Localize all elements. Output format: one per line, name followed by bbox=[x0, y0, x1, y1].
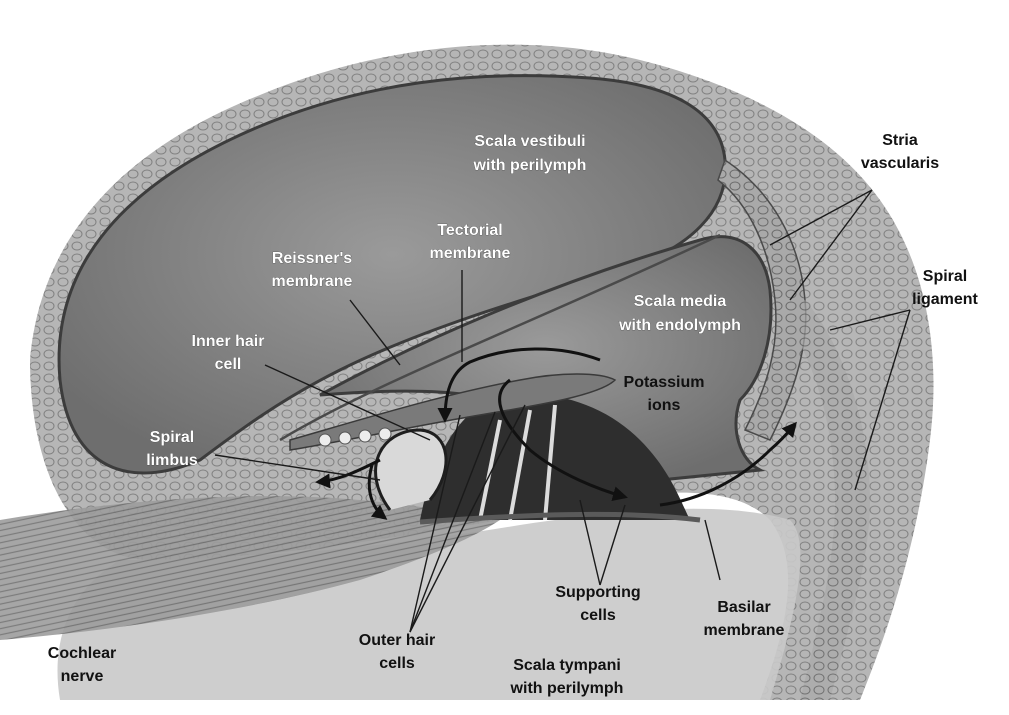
svg-text:Scala vestibuli: Scala vestibuli bbox=[474, 133, 585, 150]
svg-text:Scala tympani: Scala tympani bbox=[513, 657, 621, 674]
svg-text:vascularis: vascularis bbox=[861, 155, 939, 172]
svg-text:Cochlear: Cochlear bbox=[48, 645, 116, 662]
svg-text:Spiral: Spiral bbox=[150, 429, 194, 446]
svg-text:cell: cell bbox=[215, 356, 242, 373]
svg-text:with perilymph: with perilymph bbox=[473, 157, 587, 174]
label-spiral-ligament: Spiral ligament bbox=[912, 268, 978, 308]
svg-text:cells: cells bbox=[379, 655, 415, 672]
svg-text:Basilar: Basilar bbox=[717, 599, 770, 616]
svg-text:Reissner's: Reissner's bbox=[272, 250, 352, 267]
svg-text:with perilymph: with perilymph bbox=[510, 680, 624, 697]
svg-text:Tectorial: Tectorial bbox=[437, 222, 503, 239]
svg-text:membrane: membrane bbox=[430, 245, 511, 262]
svg-text:ligament: ligament bbox=[912, 291, 978, 308]
svg-text:nerve: nerve bbox=[61, 668, 104, 685]
svg-text:membrane: membrane bbox=[704, 622, 785, 639]
svg-text:with endolymph: with endolymph bbox=[618, 317, 741, 334]
svg-text:Spiral: Spiral bbox=[923, 268, 967, 285]
svg-text:membrane: membrane bbox=[272, 273, 353, 290]
svg-text:cells: cells bbox=[580, 607, 616, 624]
svg-text:Stria: Stria bbox=[882, 132, 918, 149]
svg-text:Potassium: Potassium bbox=[624, 374, 705, 391]
svg-text:limbus: limbus bbox=[146, 452, 198, 469]
svg-text:ions: ions bbox=[648, 397, 681, 414]
svg-text:Supporting: Supporting bbox=[555, 584, 640, 601]
svg-text:Outer hair: Outer hair bbox=[359, 632, 435, 649]
label-stria-vascularis: Stria vascularis bbox=[861, 132, 939, 172]
svg-text:Scala media: Scala media bbox=[634, 293, 727, 310]
svg-text:Inner hair: Inner hair bbox=[192, 333, 265, 350]
